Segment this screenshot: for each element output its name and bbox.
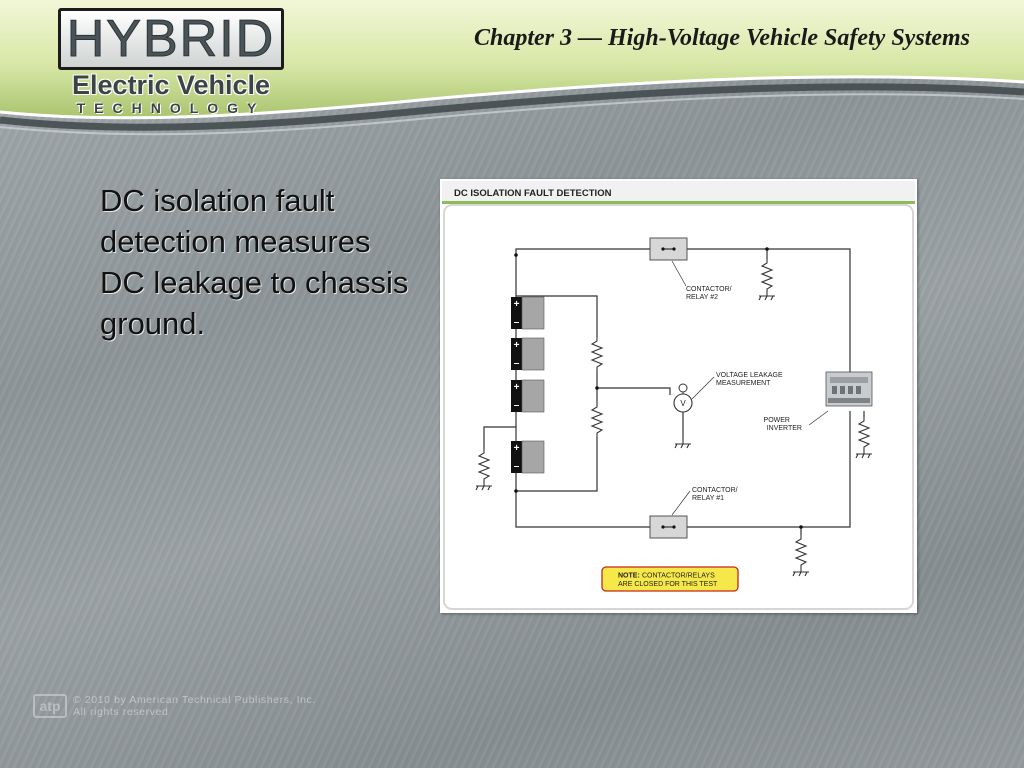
figure-title: DC ISOLATION FAULT DETECTION [454,188,612,199]
dc-isolation-figure: DC ISOLATION FAULT DETECTION [440,179,917,613]
hybrid-ev-technology-logo: HYBRID Electric Vehicle TECHNOLOGY [58,8,286,116]
battery-plus-label: + [514,443,520,454]
power-inverter-label-line1: POWER [764,417,790,424]
divider-resistor-upper [590,337,604,371]
contactor-2-label-line1: CONTACTOR/ [686,286,732,293]
ground-resistor-battery [477,449,491,483]
note-line1: CONTACTOR/RELAYS [642,573,715,580]
battery-cell-1: + – [511,296,545,330]
voltage-leakage-label-line2: MEASUREMENT [716,380,771,387]
slide-body-text: DC isolation fault detection measures DC… [100,183,409,341]
copyright-notice: © 2010 by American Technical Publishers,… [73,694,316,718]
circuit-diagram: DC ISOLATION FAULT DETECTION [442,181,915,610]
logo-hybrid-box: HYBRID [58,8,284,70]
divider-resistor-lower [590,403,604,437]
voltage-leakage-label-line1: VOLTAGE LEAKAGE [716,372,783,379]
power-inverter-label-line2: INVERTER [767,425,802,432]
battery-cell-4: + – [511,440,545,474]
copyright-line-1: © 2010 by American Technical Publishers,… [73,694,316,706]
battery-minus-label: – [514,358,520,369]
ground-symbol-inverter [855,451,872,459]
ground-symbol-contactor2 [758,293,775,301]
figure-title-bar [442,181,915,203]
battery-cell-2: + – [511,337,545,371]
battery-cell-3: + – [511,379,545,413]
ground-resistor-inverter [857,417,871,451]
voltmeter: V [673,383,693,413]
circuit-wires [483,248,865,535]
ground-resistor-contactor2 [760,259,774,293]
logo-hybrid-text: HYBRID [66,10,276,68]
note-box: NOTE: CONTACTOR/RELAYS ARE CLOSED FOR TH… [601,566,739,592]
contactor-1-label-line1: CONTACTOR/ [692,487,738,494]
note-prefix: NOTE: [618,573,640,580]
battery-plus-label: + [514,299,520,310]
atp-publisher-logo: atp [33,694,67,718]
ground-symbol-battery [475,483,492,491]
logo-technology-text: TECHNOLOGY [76,100,266,116]
voltmeter-symbol-label: V [680,399,686,408]
contactor-relay-1 [649,515,688,539]
junction-dots [514,247,803,529]
logo-electric-vehicle-text: Electric Vehicle [71,70,271,100]
battery-minus-label: – [514,400,520,411]
ground-symbol-contactor1 [792,569,809,577]
chapter-title: Chapter 3 — High-Voltage Vehicle Safety … [474,25,970,51]
battery-minus-label: – [514,461,520,472]
battery-plus-label: + [514,382,520,393]
battery-plus-label: + [514,340,520,351]
note-line2: ARE CLOSED FOR THIS TEST [618,581,718,588]
figure-title-accent [442,201,915,204]
contactor-relay-2 [649,237,688,261]
power-inverter [825,371,873,407]
battery-minus-label: – [514,317,520,328]
copyright-line-2: All rights reserved [73,706,169,718]
contactor-2-label-line2: RELAY #2 [686,294,718,301]
label-leader-lines [671,260,829,516]
contactor-1-label-line2: RELAY #1 [692,495,724,502]
ground-resistor-contactor1 [794,535,808,569]
ground-symbol-voltmeter [674,439,691,449]
